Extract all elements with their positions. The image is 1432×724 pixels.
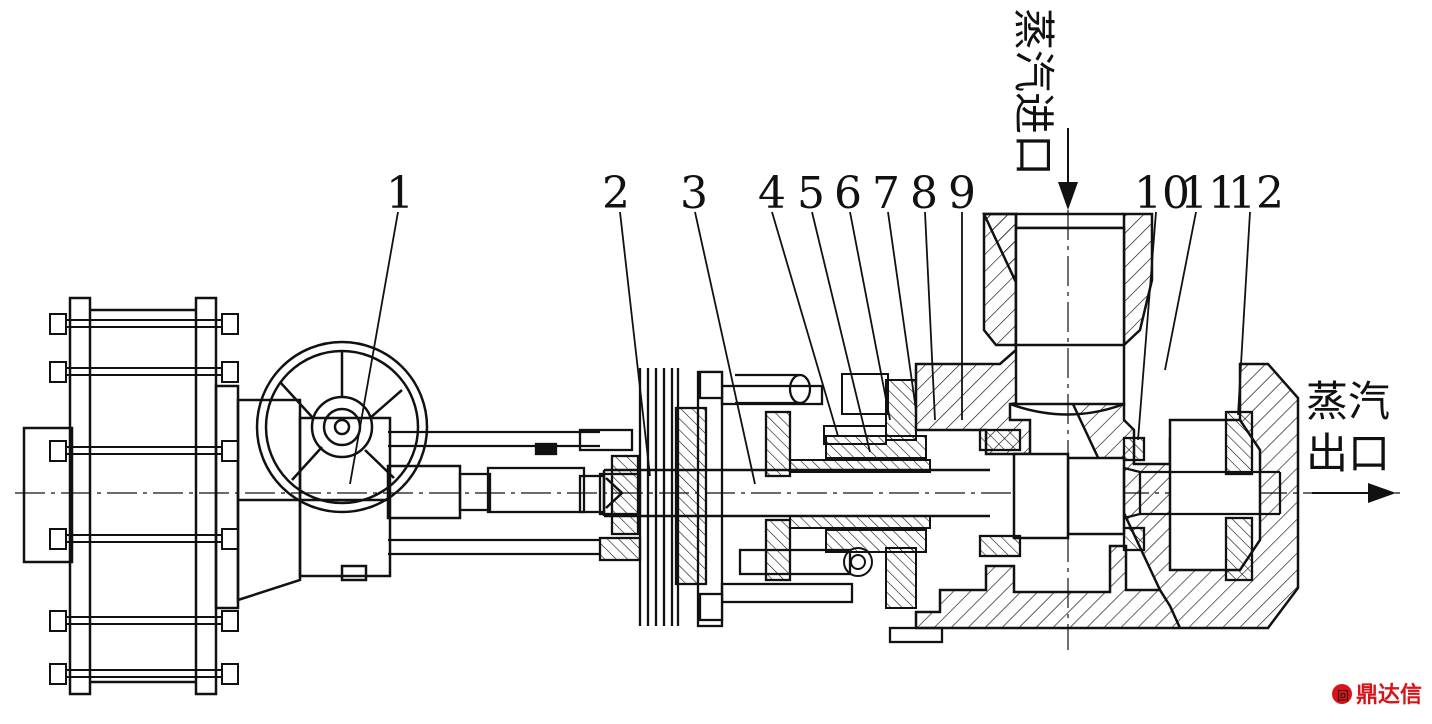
stem-coupling: [388, 428, 642, 562]
callout-7: 7: [872, 168, 900, 219]
steam-outlet-label-line2: 出口: [1306, 429, 1390, 478]
callout-3: 3: [680, 168, 708, 219]
actuator-flange: [22, 296, 240, 696]
steam-inlet-label: 蒸汽进口: [1009, 8, 1058, 176]
handwheel: [255, 340, 429, 514]
tie-rods: [52, 319, 234, 678]
callout-4: 4: [758, 168, 786, 219]
callout-1: 1: [386, 168, 414, 219]
watermark-logo-icon: [1332, 684, 1352, 704]
watermark: 回 鼎达信: [1332, 682, 1422, 708]
callout-9: 9: [948, 168, 976, 219]
svg-text:回: 回: [1337, 689, 1349, 703]
callout-11: 11: [1180, 168, 1236, 219]
callout-6: 6: [834, 168, 862, 219]
support-plates: [598, 368, 708, 626]
yoke: [696, 370, 854, 628]
callout-5: 5: [797, 168, 825, 219]
callout-8: 8: [910, 168, 938, 219]
watermark-text: 鼎达信: [1356, 682, 1422, 708]
leader-lines: [349, 211, 1251, 485]
packing-assembly: [789, 373, 931, 609]
callout-2: 2: [602, 168, 630, 219]
callout-12: 12: [1228, 168, 1284, 219]
callout-numbers: 1 2 3 4 5 6 7 8 9 10 11 12: [386, 168, 1284, 219]
callout-10: 10: [1134, 168, 1190, 219]
steam-outlet-label-line1: 蒸汽: [1306, 377, 1390, 426]
bolt-nuts: [49, 313, 239, 685]
